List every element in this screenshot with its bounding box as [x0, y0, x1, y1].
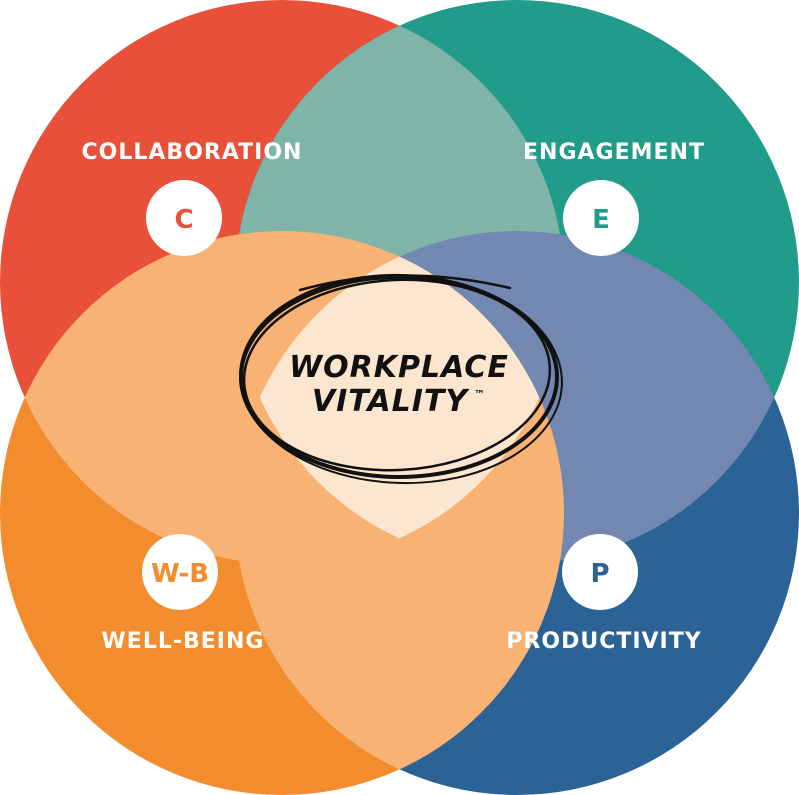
center-title-line-2: VITALITY — [312, 384, 470, 419]
engagement-badge-letter: E — [592, 205, 610, 235]
engagement-label: ENGAGEMENT — [523, 140, 705, 165]
center-trademark: ™ — [474, 388, 485, 401]
productivity-badge-letter: P — [590, 559, 609, 589]
productivity-badge — [562, 534, 638, 610]
well-being-badge-letter: W-B — [151, 559, 209, 589]
well-being-badge — [142, 534, 218, 610]
center-title-line-1: WORKPLACE — [289, 350, 509, 385]
collaboration-badge-letter: C — [174, 205, 193, 235]
engagement-badge — [563, 180, 639, 256]
collaboration-label: COLLABORATION — [82, 140, 303, 165]
center-scribble-ellipse — [239, 273, 563, 485]
well-being-label: WELL-BEING — [102, 629, 265, 654]
collaboration-badge — [146, 180, 222, 256]
productivity-label: PRODUCTIVITY — [506, 629, 701, 654]
